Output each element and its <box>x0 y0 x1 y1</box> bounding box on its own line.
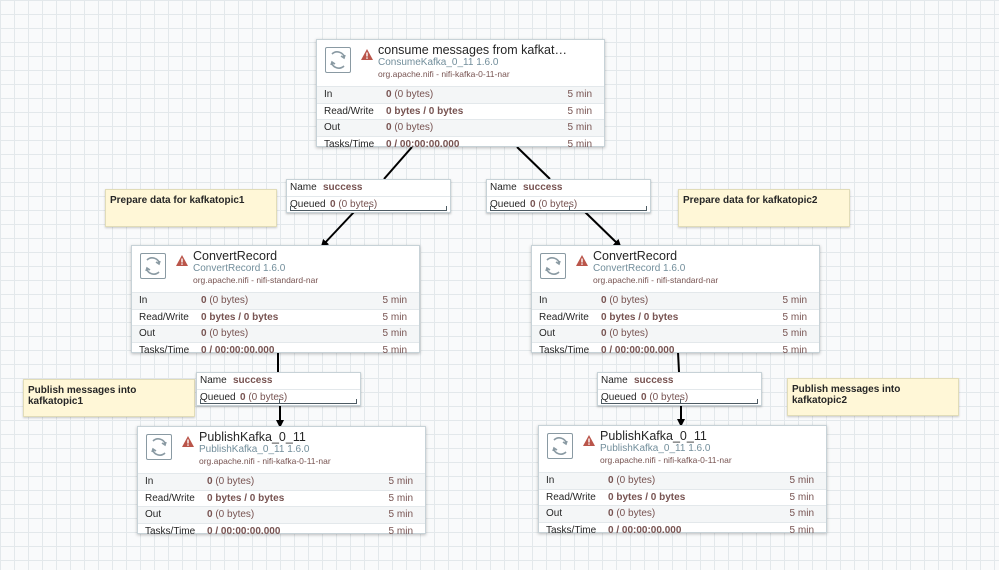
processor-icon <box>140 253 166 279</box>
processor-header: PublishKafka_0_11 PublishKafka_0_11 1.6.… <box>138 427 425 473</box>
processor-name: PublishKafka_0_11 <box>199 430 306 444</box>
label-publish-kafkatopic1[interactable]: Publish messages into kafkatopic1 <box>23 379 195 417</box>
label-prepare-kafkatopic1[interactable]: Prepare data for kafkatopic1 <box>105 189 277 227</box>
processor-publish-kafka-2[interactable]: PublishKafka_0_11 PublishKafka_0_11 1.6.… <box>538 425 827 536</box>
processor-name: ConvertRecord <box>593 249 678 263</box>
processor-name: consume messages from kafkat… <box>378 43 567 57</box>
warning-icon[interactable] <box>576 255 588 266</box>
edge-consume-to-convert1-tail[interactable] <box>320 211 355 248</box>
processor-icon <box>146 434 172 460</box>
warning-icon[interactable] <box>361 49 373 60</box>
processor-type: ConvertRecord 1.6.0 <box>193 263 286 274</box>
processor-bundle: org.apache.nifi - nifi-standard-nar <box>193 275 319 285</box>
processor-header: ConvertRecord ConvertRecord 1.6.0 org.ap… <box>132 246 419 292</box>
processor-icon <box>325 47 351 73</box>
edge-consume-to-convert2-tail[interactable] <box>584 211 622 248</box>
processor-convert-record-2[interactable]: ConvertRecord ConvertRecord 1.6.0 org.ap… <box>531 245 820 356</box>
backpressure-bar <box>490 206 647 211</box>
backpressure-bar <box>601 399 758 404</box>
processor-name: PublishKafka_0_11 <box>600 429 707 443</box>
processor-consume-kafka[interactable]: consume messages from kafkat… ConsumeKaf… <box>316 39 605 150</box>
backpressure-bar <box>200 399 357 404</box>
processor-publish-kafka-1[interactable]: PublishKafka_0_11 PublishKafka_0_11 1.6.… <box>137 426 426 537</box>
processor-convert-record-1[interactable]: ConvertRecord ConvertRecord 1.6.0 org.ap… <box>131 245 420 356</box>
processor-bundle: org.apache.nifi - nifi-kafka-0-11-nar <box>600 455 732 465</box>
processor-type: ConsumeKafka_0_11 1.6.0 <box>378 57 499 68</box>
warning-icon[interactable] <box>176 255 188 266</box>
processor-bundle: org.apache.nifi - nifi-kafka-0-11-nar <box>199 456 331 466</box>
warning-icon[interactable] <box>583 435 595 446</box>
processor-name: ConvertRecord <box>193 249 278 263</box>
processor-header: consume messages from kafkat… ConsumeKaf… <box>317 40 604 86</box>
processor-bundle: org.apache.nifi - nifi-standard-nar <box>593 275 719 285</box>
label-prepare-kafkatopic2[interactable]: Prepare data for kafkatopic2 <box>678 189 850 227</box>
label-publish-kafkatopic2[interactable]: Publish messages into kafkatopic2 <box>787 378 959 416</box>
processor-type: PublishKafka_0_11 1.6.0 <box>600 443 711 454</box>
processor-icon <box>547 433 573 459</box>
processor-type: PublishKafka_0_11 1.6.0 <box>199 444 310 455</box>
backpressure-bar <box>290 206 447 211</box>
processor-icon <box>540 253 566 279</box>
processor-type: ConvertRecord 1.6.0 <box>593 263 686 274</box>
processor-bundle: org.apache.nifi - nifi-kafka-0-11-nar <box>378 69 510 79</box>
processor-header: ConvertRecord ConvertRecord 1.6.0 org.ap… <box>532 246 819 292</box>
warning-icon[interactable] <box>182 436 194 447</box>
processor-header: PublishKafka_0_11 PublishKafka_0_11 1.6.… <box>539 426 826 472</box>
